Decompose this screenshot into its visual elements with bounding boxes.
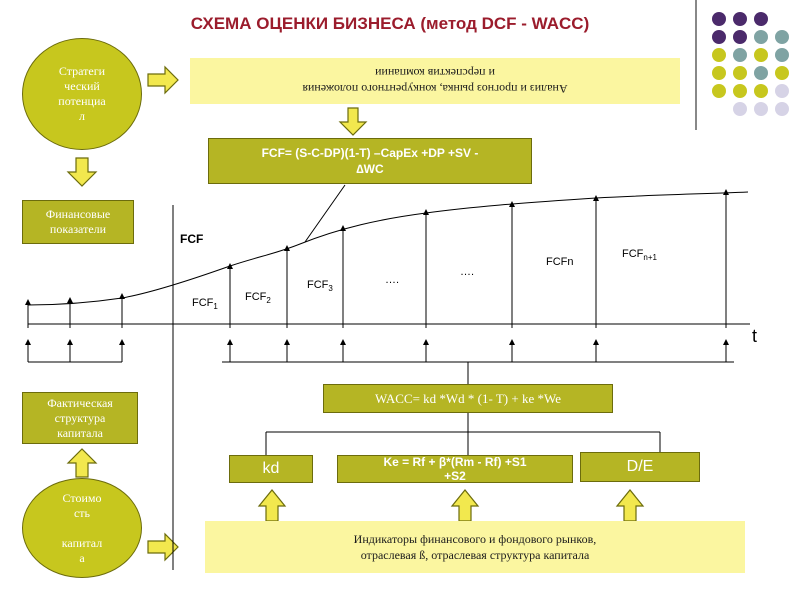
decor-dot (712, 30, 726, 44)
fcf-label-sub: 3 (328, 284, 333, 294)
decor-divider (695, 0, 697, 130)
fcf-label-main: FCF (245, 291, 267, 303)
decor-dot (733, 48, 747, 62)
decor-dot (733, 30, 747, 44)
decor-dot (775, 48, 789, 62)
kd-box: kd (229, 455, 313, 483)
decor-dot (754, 102, 768, 116)
fcf-curve (27, 191, 749, 306)
strategic-potential-circle: Стратеги ческий потенциа л (22, 38, 142, 150)
decor-dot (733, 84, 747, 98)
fcf-label-main: …. (460, 266, 475, 278)
fcf-label-main: …. (385, 274, 400, 286)
block-arrow-up (257, 489, 287, 522)
fcf-formula-box: FCF= (S-C-DP)(1-T) –CapEx +DP +SV - ∆WC (208, 138, 532, 184)
capital-cost-circle: Стоимо сть капитал а (22, 478, 142, 578)
fcf-label-3: FCF3 (307, 279, 333, 293)
fcf-label-2: FCF2 (245, 291, 271, 305)
decor-dot (754, 12, 768, 26)
decor-dot (733, 66, 747, 80)
fcf-formula-connector (304, 184, 346, 243)
fcf-label-1: FCF1 (192, 297, 218, 311)
decor-dot (754, 30, 768, 44)
discount-arrows (25, 339, 729, 362)
fcf-label-ellipsis: …. (385, 274, 399, 286)
financial-indicators-box: Финансовые показатели (22, 200, 134, 244)
block-arrow-right (147, 532, 179, 562)
t-axis-label: t (752, 326, 758, 346)
block-arrow-up (450, 489, 480, 522)
fcf-label-sub: 2 (266, 296, 271, 306)
decor-dot (712, 12, 726, 26)
fcf-label-ellipsis: …. (460, 266, 474, 278)
fcf-label-n-plus-1: FCFn+1 (622, 248, 657, 262)
decor-dot (712, 48, 726, 62)
decor-dot (712, 84, 726, 98)
block-arrow-down (66, 157, 98, 187)
decor-dot (733, 12, 747, 26)
block-arrow-up (615, 489, 645, 522)
market-indicators-banner: Индикаторы финансового и фондового рынко… (205, 521, 745, 573)
fcf-label-main: FCF (192, 297, 214, 309)
decor-dot (775, 30, 789, 44)
decor-dot (712, 66, 726, 80)
fcf-label-n: FCFn (546, 256, 574, 268)
block-arrow-down (338, 107, 368, 136)
decor-dot (775, 102, 789, 116)
decor-dot (754, 66, 768, 80)
market-analysis-banner: Анализ и прогноз рынка, конкурентного по… (190, 58, 680, 104)
decor-dot (775, 84, 789, 98)
fcf-label-sub: n+1 (643, 253, 657, 263)
decorative-dot-grid (700, 10, 800, 130)
actual-capital-structure-box: Фактическая структура капитала (22, 392, 138, 444)
decor-dot (775, 66, 789, 80)
decor-dot (733, 102, 747, 116)
wacc-formula-box: WACC= kd *Wd * (1- T) + ke *We (323, 384, 613, 413)
fcf-label-sub: 1 (213, 302, 218, 312)
block-arrow-right (147, 65, 179, 95)
fcf-bars (25, 189, 729, 324)
fcf-label-main: FCFn (546, 256, 574, 268)
de-box: D/E (580, 452, 700, 482)
fcf-label-main: FCF (307, 279, 329, 291)
fcf-label-main: FCF (622, 248, 644, 260)
decor-dot (754, 48, 768, 62)
decor-dot (754, 84, 768, 98)
ke-formula-box: Ke = Rf + β*(Rm - Rf) +S1 +S2 (337, 455, 573, 483)
block-arrow-up (66, 448, 98, 478)
fcf-axis-label: FCF (180, 232, 204, 246)
page-title: СХЕМА ОЦЕНКИ БИЗНЕСА (метод DCF - WACC) (190, 14, 590, 33)
